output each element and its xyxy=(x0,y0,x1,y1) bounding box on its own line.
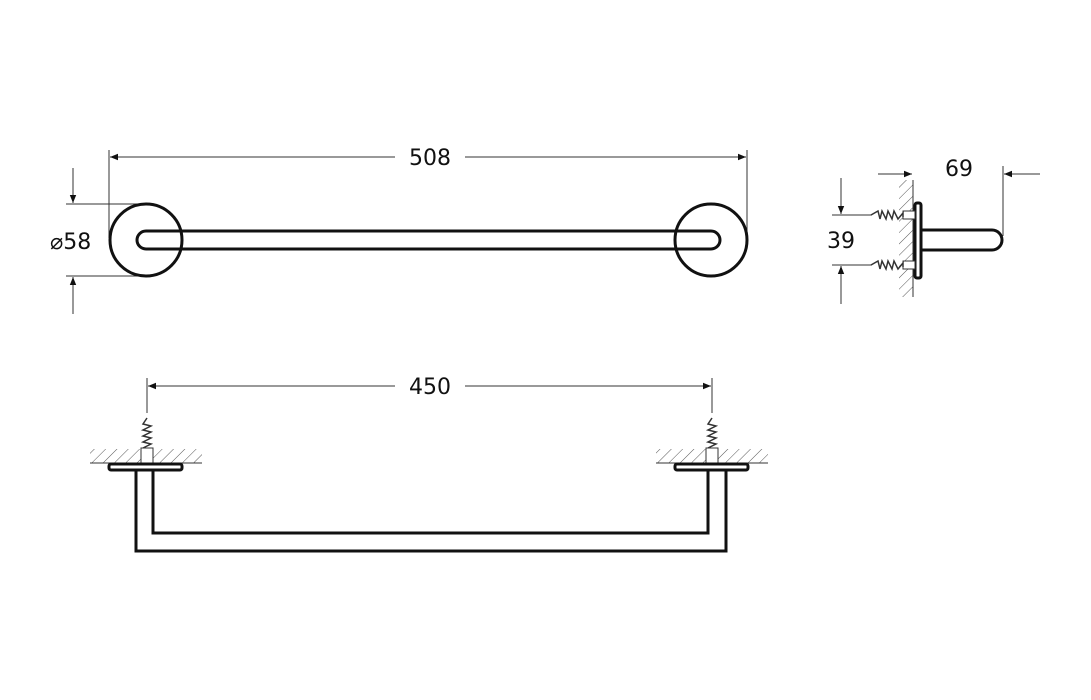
dimension-label-39: 39 xyxy=(827,229,855,254)
wall-hatch-side xyxy=(899,180,913,297)
top-view: 450 xyxy=(90,375,768,553)
dimension-508: 508 xyxy=(108,146,748,238)
right-rose xyxy=(673,202,749,278)
dimension-label-508: 508 xyxy=(409,146,451,171)
dimension-diameter-58: ⌀58 xyxy=(50,168,140,314)
rail-bar-front xyxy=(135,229,722,251)
front-view: 508 ⌀58 xyxy=(50,146,749,314)
screw-upper xyxy=(870,208,916,222)
dimension-69: 69 xyxy=(878,157,1040,236)
left-rose xyxy=(108,202,184,278)
mounting-plate-left xyxy=(107,462,184,472)
dimension-39: 39 xyxy=(827,178,872,304)
side-view: 69 39 xyxy=(827,157,1040,304)
screw-left xyxy=(140,417,154,464)
dimension-label-69: 69 xyxy=(945,157,973,182)
dimension-450: 450 xyxy=(146,375,713,413)
screw-lower xyxy=(870,258,916,272)
dimension-label-diameter: ⌀58 xyxy=(50,230,91,255)
dimension-label-450: 450 xyxy=(409,375,451,400)
mounting-plate-side xyxy=(913,201,923,280)
rail-bar-outer xyxy=(134,471,728,553)
rail-bar-inner xyxy=(151,471,710,535)
rail-bar-side xyxy=(921,228,1004,252)
screw-right xyxy=(705,417,719,464)
mounting-plate-right xyxy=(673,462,750,472)
